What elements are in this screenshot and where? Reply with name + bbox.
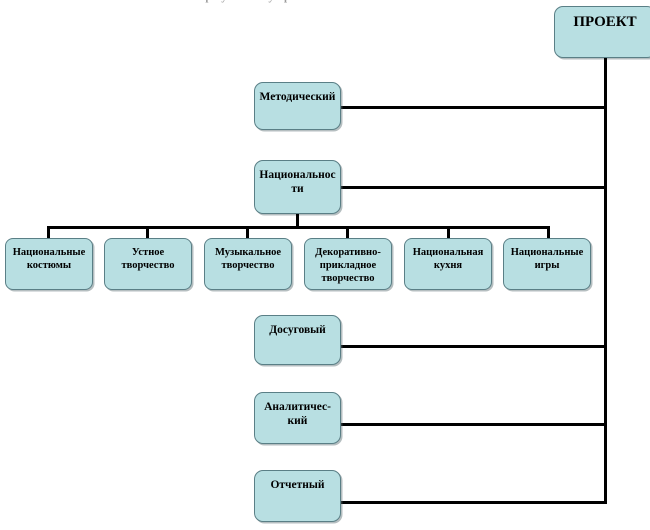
node-natsionalnaya-kuhnya[interactable]: Национальная кухня — [404, 238, 492, 290]
node-natsionalnye-kostyumy-label: Национальные костюмы — [12, 247, 86, 271]
leaf-stub-6 — [547, 226, 550, 239]
node-proekt-label: ПРОЕКТ — [573, 14, 637, 30]
connector-to-dosugovyy — [340, 345, 606, 348]
leaf-stub-3 — [246, 226, 249, 239]
node-metodicheskiy[interactable]: Методический — [254, 82, 341, 130]
node-dekorativno-prikladnoe-tvorchestvo-label: Декоративно- прикладное творчество — [315, 247, 381, 284]
node-natsionalnye-igry[interactable]: Национальные игры — [503, 238, 591, 290]
node-proekt[interactable]: ПРОЕКТ — [554, 6, 650, 58]
node-muzykalnoe-tvorchestvo-label: Музыкальное творчество — [214, 247, 282, 271]
node-muzykalnoe-tvorchestvo[interactable]: Музыкальное творчество — [204, 238, 292, 290]
cropped-title-text: структура — [0, 0, 650, 8]
leaf-bus-horizontal-line — [47, 226, 550, 229]
node-dosugovyy-label: Досуговый — [269, 324, 326, 336]
leaf-stub-1 — [47, 226, 50, 239]
cropped-title-label: структура — [175, 0, 316, 3]
node-dekorativno-prikladnoe-tvorchestvo[interactable]: Декоративно- прикладное творчество — [304, 238, 392, 290]
connector-to-otchetnyy — [340, 501, 606, 504]
node-otchetnyy-label: Отчетный — [270, 479, 325, 491]
natsionalnosti-drop-line — [296, 214, 299, 229]
leaf-stub-5 — [447, 226, 450, 239]
node-analiticheskiy-label: Аналитичес- кий — [264, 401, 331, 428]
trunk-vertical-line — [604, 58, 607, 504]
node-metodicheskiy-label: Методический — [259, 91, 336, 103]
node-ustnoe-tvorchestvo-label: Устное творчество — [121, 247, 175, 271]
connector-to-natsionalnosti — [340, 186, 606, 189]
node-natsionalnosti[interactable]: Национальнос ти — [254, 160, 341, 214]
node-otchetnyy[interactable]: Отчетный — [254, 470, 341, 522]
connector-to-analiticheskiy — [340, 423, 606, 426]
leaf-stub-4 — [346, 226, 349, 239]
leaf-stub-2 — [146, 226, 149, 239]
node-natsionalnaya-kuhnya-label: Национальная кухня — [412, 247, 484, 271]
node-natsionalnye-igry-label: Национальные игры — [510, 247, 584, 271]
node-ustnoe-tvorchestvo[interactable]: Устное творчество — [104, 238, 192, 290]
node-analiticheskiy[interactable]: Аналитичес- кий — [254, 392, 341, 444]
node-dosugovyy[interactable]: Досуговый — [254, 315, 341, 365]
node-natsionalnosti-label: Национальнос ти — [259, 169, 336, 196]
connector-to-metodicheskiy — [340, 106, 606, 109]
node-natsionalnye-kostyumy[interactable]: Национальные костюмы — [5, 238, 93, 290]
